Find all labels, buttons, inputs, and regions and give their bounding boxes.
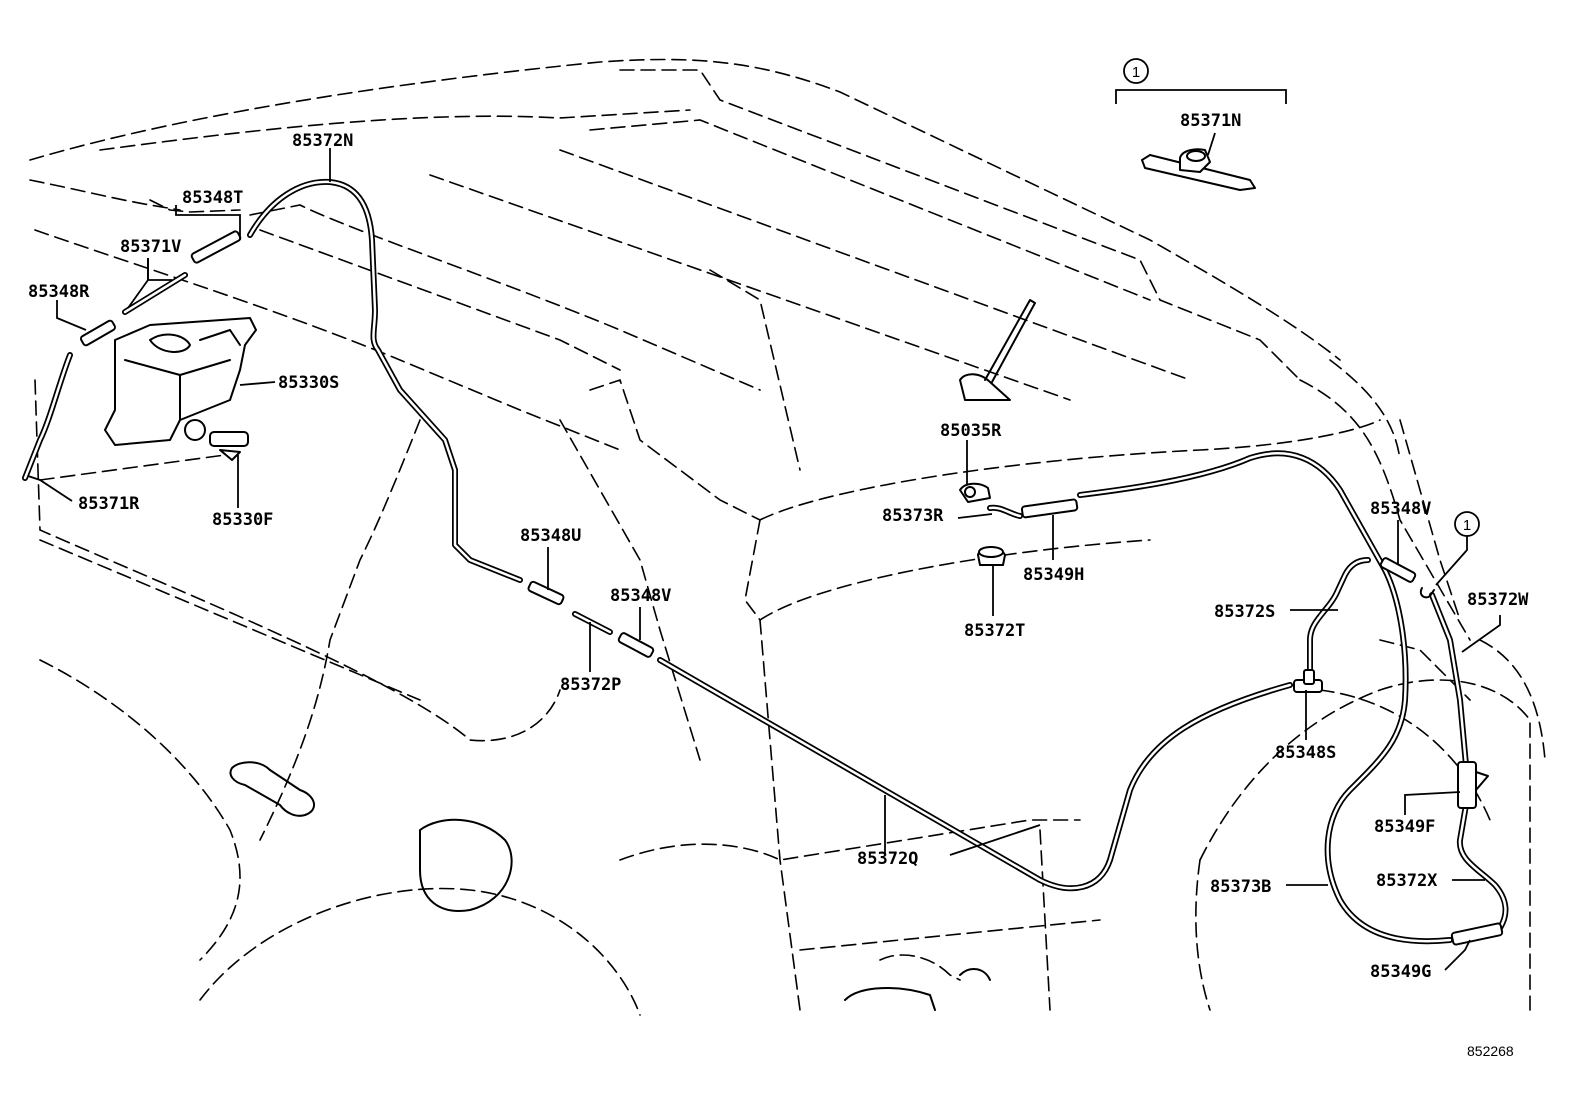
- leader-lines: [27, 148, 1501, 971]
- callout-number-right: 1: [1463, 517, 1471, 534]
- label-85373R: 85373R: [882, 506, 944, 526]
- tank-grommet: [184, 419, 206, 441]
- vehicle-body-outline: [29, 58, 1546, 1016]
- callout-right: 1: [1435, 511, 1480, 586]
- joint-85348R: [80, 319, 116, 347]
- label-85330S: 85330S: [278, 373, 339, 393]
- label-85372S: 85372S: [1214, 602, 1275, 622]
- label-85372W: 85372W: [1467, 590, 1529, 610]
- label-85348V-middle: 85348V: [610, 586, 671, 606]
- label-85373B: 85373B: [1210, 877, 1271, 897]
- nozzle-85371N: [1141, 148, 1256, 191]
- joint-85348T: [190, 230, 242, 264]
- label-85348S: 85348S: [1275, 743, 1336, 763]
- part-labels: 85372N 85348T 85371V 85348R 85330S 85371…: [28, 111, 1529, 982]
- label-85372X: 85372X: [1376, 871, 1438, 891]
- washer-pump-85330F: [209, 431, 249, 461]
- joint-85348S: [1293, 669, 1323, 693]
- label-85372T: 85372T: [964, 621, 1025, 641]
- label-85372P: 85372P: [560, 675, 621, 695]
- label-85348U: 85348U: [520, 526, 581, 546]
- washer-tank-assembly: [104, 317, 257, 446]
- joint-85349H: [1020, 498, 1079, 519]
- joint-85349F: [1457, 761, 1489, 809]
- clip-85372W: [1419, 587, 1435, 599]
- washer-hose-routing: [22, 178, 1509, 945]
- callout-circle-top: [1123, 58, 1149, 84]
- label-85372N: 85372N: [292, 131, 353, 151]
- joint-85348V-right: [1379, 557, 1417, 583]
- label-85349F: 85349F: [1374, 817, 1435, 837]
- grommet-85372T: [977, 546, 1006, 566]
- label-85371N: 85371N: [1180, 111, 1241, 131]
- joint-85348U: [527, 580, 565, 606]
- joint-85349G: [1450, 922, 1504, 946]
- label-85349G: 85349G: [1370, 962, 1431, 982]
- label-85349H: 85349H: [1023, 565, 1084, 585]
- nozzle-85035R: [959, 482, 991, 503]
- joint-85348V-middle: [617, 632, 655, 658]
- hose-connectors: [80, 230, 1504, 946]
- label-85371V: 85371V: [120, 237, 181, 257]
- label-85035R: 85035R: [940, 421, 1002, 441]
- label-85372Q: 85372Q: [857, 849, 918, 869]
- label-85348V-right: 85348V: [1370, 499, 1431, 519]
- callout-number-top: 1: [1132, 64, 1140, 81]
- callout-group-bracket: 1: [1115, 58, 1287, 156]
- illustration-reference-code: 852268: [1467, 1043, 1514, 1059]
- label-85348R: 85348R: [28, 282, 90, 302]
- label-85371R: 85371R: [78, 494, 140, 514]
- label-85348T: 85348T: [182, 188, 243, 208]
- label-85330F: 85330F: [212, 510, 273, 530]
